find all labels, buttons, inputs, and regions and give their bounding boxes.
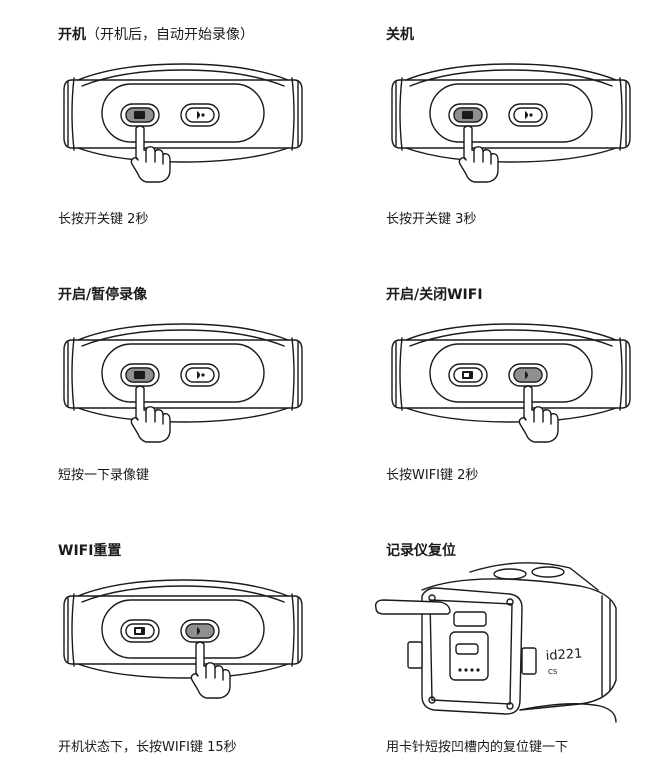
pointing-hand-icon <box>518 385 559 443</box>
section-caption: 短按一下录像键 <box>58 468 150 483</box>
section-title: 开机（开机后，自动开始录像） <box>58 27 254 43</box>
power-record-button-icon <box>120 619 160 643</box>
section-title: WIFI重置 <box>58 543 122 559</box>
pointing-hand-icon <box>458 125 499 183</box>
wifi-button-icon <box>180 103 220 127</box>
camera-top-illustration <box>63 63 303 183</box>
pointing-hand-icon <box>190 641 231 699</box>
camera-perspective-illustration: id221 CS <box>374 562 617 723</box>
section-title: 开启/关闭WIFI <box>386 287 483 303</box>
model-sublabel: CS <box>548 668 558 676</box>
section-title: 开启/暂停录像 <box>58 287 148 303</box>
pointing-hand-icon <box>130 385 171 443</box>
pointing-hand-icon <box>130 125 171 183</box>
camera-top-illustration <box>63 579 303 699</box>
section-title: 关机 <box>386 27 414 43</box>
section-subtitle: （开机后，自动开始录像） <box>86 27 254 43</box>
section-caption: 用卡针短按凹槽内的复位键一下 <box>386 740 569 755</box>
camera-top-illustration <box>391 323 631 443</box>
power-record-button-icon <box>448 363 488 387</box>
section-caption: 长按WIFI键 2秒 <box>386 468 479 483</box>
wifi-button-icon <box>180 363 220 387</box>
model-label: id221 <box>545 646 583 664</box>
section-title: 记录仪复位 <box>386 543 456 559</box>
camera-top-illustration <box>63 323 303 443</box>
camera-top-illustration <box>391 63 631 183</box>
wifi-button-icon <box>508 103 548 127</box>
reset-pin-icon <box>374 599 451 615</box>
section-caption: 长按开关键 2秒 <box>58 212 149 227</box>
section-caption: 长按开关键 3秒 <box>386 212 477 227</box>
section-caption: 开机状态下，长按WIFI键 15秒 <box>58 740 237 755</box>
